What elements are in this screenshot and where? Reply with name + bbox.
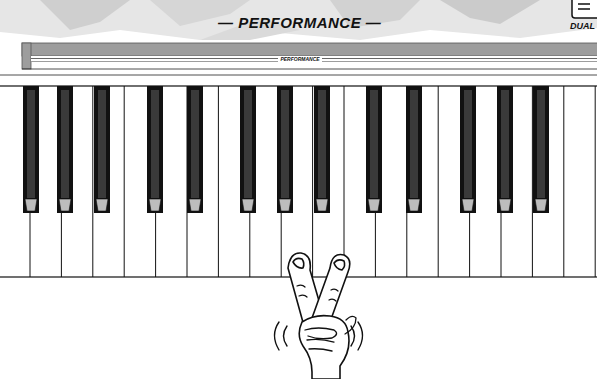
bar-label: PERFORMANCE <box>278 56 321 62</box>
header-ground <box>0 0 597 40</box>
section-title: — PERFORMANCE — <box>218 14 381 31</box>
panel-bar <box>0 43 597 75</box>
icon-label: DUAL <box>570 21 595 31</box>
motion-lines <box>275 322 363 350</box>
keyboard <box>0 86 597 277</box>
hand-figure <box>288 253 356 379</box>
dual-icon <box>572 0 597 18</box>
